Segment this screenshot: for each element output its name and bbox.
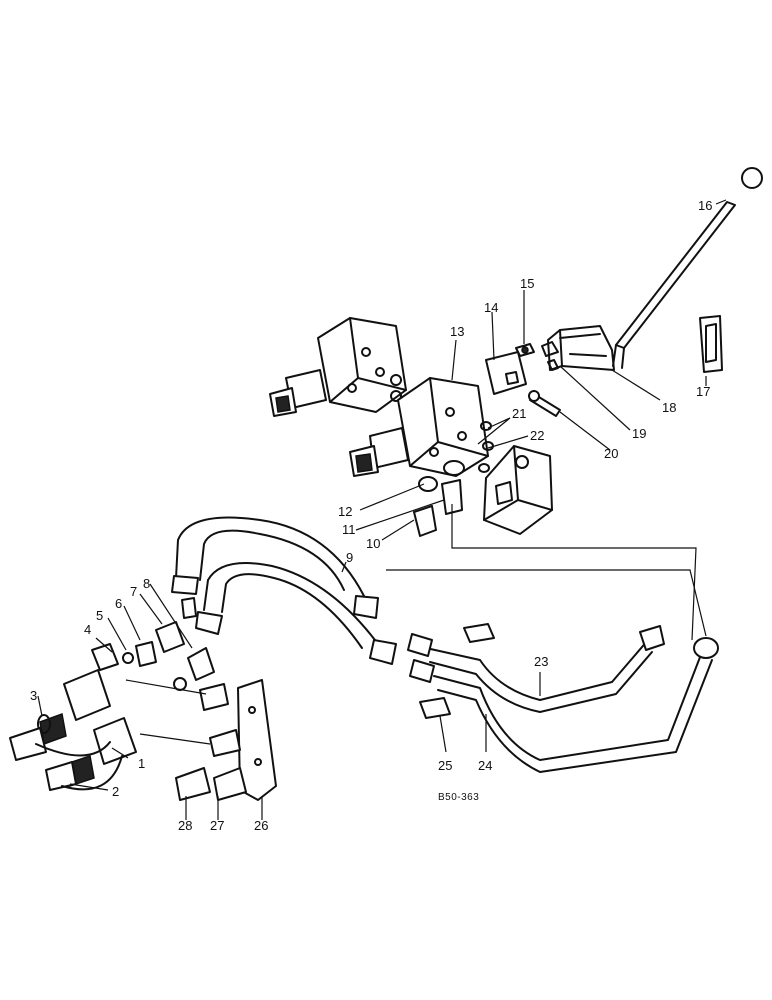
front-control-valve	[349, 377, 489, 477]
callout-1: 1	[138, 756, 145, 771]
callout-21: 21	[512, 406, 526, 421]
callout-12: 12	[338, 504, 352, 519]
callout-20: 20	[604, 446, 618, 461]
control-lever	[547, 167, 763, 371]
callout-8: 8	[143, 576, 150, 591]
fittings	[413, 479, 463, 537]
callout-13: 13	[450, 324, 464, 339]
valve-end-cover	[483, 445, 553, 535]
quick-couplers	[9, 643, 137, 791]
seals	[418, 421, 494, 492]
callout-3: 3	[30, 688, 37, 703]
tube-clips	[419, 623, 495, 719]
callout-18: 18	[662, 400, 676, 415]
leader-lines	[37, 199, 727, 820]
callout-16: 16	[698, 198, 712, 213]
callout-25: 25	[438, 758, 452, 773]
callout-10: 10	[366, 536, 380, 551]
callout-6: 6	[115, 596, 122, 611]
callout-27: 27	[210, 818, 224, 833]
linkage-bracket	[485, 351, 527, 395]
callout-15: 15	[520, 276, 534, 291]
callout-19: 19	[632, 426, 646, 441]
reference-code: B50-363	[438, 792, 479, 803]
callout-labels: 1 2 3 4 5 6 7 8 9 10 11 12 13 14 15 16 1…	[30, 198, 712, 833]
hoses	[171, 516, 397, 665]
mounting-bracket	[175, 679, 277, 801]
callout-11: 11	[342, 522, 356, 537]
spring-clip	[699, 315, 723, 373]
callout-28: 28	[178, 818, 192, 833]
callout-22: 22	[530, 428, 544, 443]
rear-control-valve	[269, 317, 407, 417]
adapters	[122, 597, 215, 691]
callout-2: 2	[112, 784, 119, 799]
callout-5: 5	[96, 608, 103, 623]
callout-23: 23	[534, 654, 548, 669]
callout-24: 24	[478, 758, 492, 773]
callout-26: 26	[254, 818, 268, 833]
callout-14: 14	[484, 300, 498, 315]
callout-4: 4	[84, 622, 91, 637]
callout-7: 7	[130, 584, 137, 599]
rigid-tubes	[407, 625, 719, 773]
callout-9: 9	[346, 550, 353, 565]
callout-17: 17	[696, 384, 710, 399]
